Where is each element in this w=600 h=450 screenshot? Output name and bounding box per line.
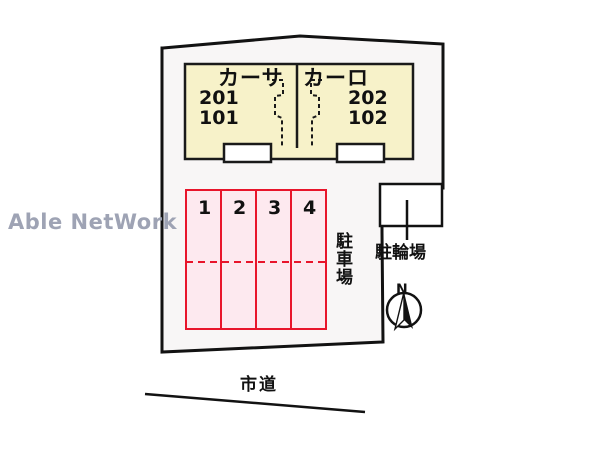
- bicycle-parking-label: 駐輪場: [375, 243, 426, 263]
- entry-box-right: [335, 142, 386, 164]
- stairs-dashed-icon-right: [310, 79, 322, 146]
- city-road-line: [144, 392, 366, 414]
- city-road-label: 市道: [240, 375, 278, 395]
- compass-north-label: N: [396, 282, 408, 298]
- parking-stall-number-3: 3: [268, 197, 282, 219]
- able-network-watermark: Able NetWork: [8, 210, 178, 234]
- parking-stall-number-2: 2: [233, 197, 247, 219]
- parking-lot: [185, 189, 327, 330]
- building-name-left: カーサ: [218, 66, 284, 90]
- entry-box-left: [222, 142, 273, 164]
- unit-number: 102: [348, 107, 388, 129]
- unit-number: 201: [199, 87, 239, 109]
- unit-number: 101: [199, 107, 239, 129]
- building-block: [183, 62, 415, 164]
- stairs-dashed-icon-left: [272, 79, 284, 146]
- parking-lot-label: 駐車場: [332, 232, 352, 286]
- parking-stall-number-1: 1: [198, 197, 212, 219]
- bicycle-parking-outline: [378, 182, 444, 228]
- unit-numbers-right: 202 102: [348, 88, 388, 128]
- unit-number: 202: [348, 87, 388, 109]
- bicycle-parking-area: [378, 182, 444, 240]
- unit-numbers-left: 201 101: [199, 88, 239, 128]
- building-name-right: カーロ: [303, 66, 369, 90]
- compass-rose-icon: [385, 291, 423, 332]
- parking-stall-number-4: 4: [303, 197, 317, 219]
